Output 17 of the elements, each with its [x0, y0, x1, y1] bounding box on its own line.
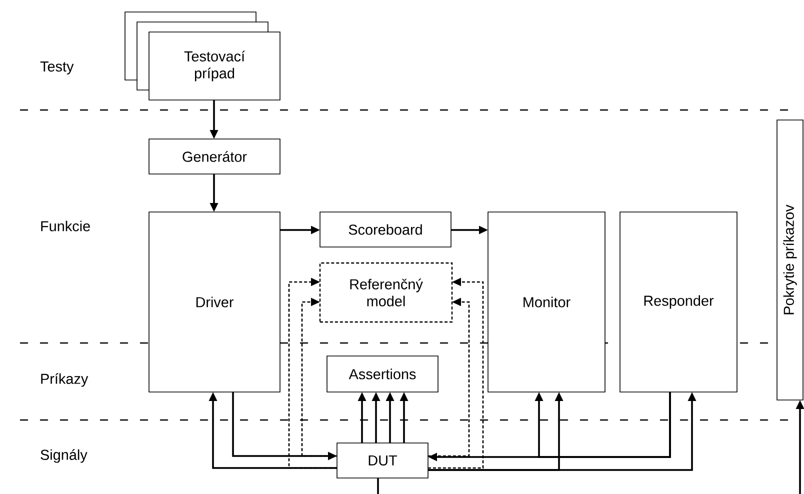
dashed-box: Referenčný model — [319, 262, 453, 323]
arrow — [534, 392, 671, 458]
band-label: Funkcie — [41, 220, 90, 232]
process-box: Generátor — [148, 138, 280, 174]
process-box: DUT — [336, 442, 428, 478]
process-box: Assertions — [326, 356, 438, 392]
band-label: Testy — [40, 62, 74, 74]
band-label: Príkazy — [41, 373, 88, 387]
process-box: Responder — [620, 212, 738, 392]
band-label: Signály — [40, 449, 88, 463]
process-box: Monitor — [488, 212, 606, 392]
process-box: Driver — [148, 212, 280, 392]
process-box: Pokrytie príkazov — [776, 120, 804, 400]
arrow — [288, 278, 337, 469]
process-box: Scoreboard — [320, 212, 452, 248]
arrow — [301, 298, 337, 457]
stacked-box: Testovací prípad — [124, 12, 280, 100]
